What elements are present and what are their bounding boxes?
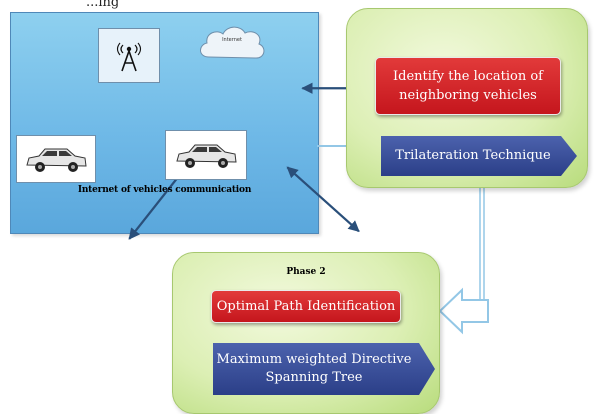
internet-cloud: Internet [195,19,269,67]
phase2-title: Phase 2 [286,267,326,277]
cloud-label: Internet [222,37,242,43]
down-connector [479,185,485,305]
antenna-tower-box [98,28,160,83]
phase2-technique-arrow: Maximum weighted Directive Spanning Tree [213,343,435,395]
iov-panel: Internet Internet of vehicles co [10,12,371,282]
phase1-task-box: Identify the location of neighboring veh… [375,57,561,115]
phase2-task-box: Optimal Path Identification [211,290,401,323]
phase2-panel: Phase 2 Optimal Path Identification Maxi… [172,252,440,414]
right-vehicle-box [165,130,247,180]
phase1-panel: Identify the location of neighboring veh… [346,8,588,188]
left-vehicle-box [16,135,96,183]
iov-caption: Internet of vehicles communication [77,185,252,195]
left-arrow-connector [438,287,489,335]
top-clipped-text: ...ing [86,0,120,10]
antenna-tower-icon [116,42,142,71]
cloud-icon [200,26,265,59]
car-icon [26,148,87,172]
car-icon [176,144,237,168]
phase1-technique-arrow: Trilateration Technique [381,136,577,176]
